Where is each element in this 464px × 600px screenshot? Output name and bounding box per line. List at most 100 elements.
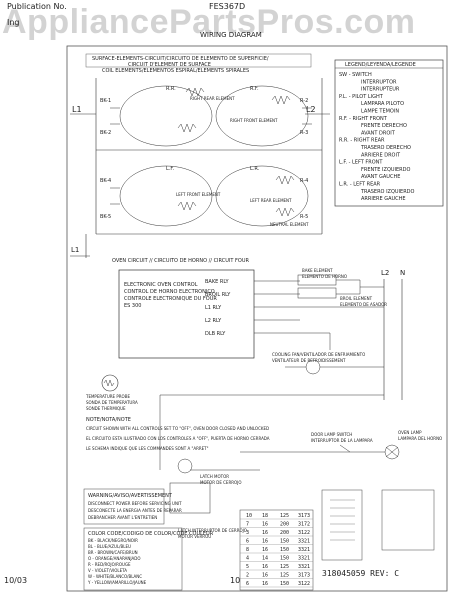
surface-label-lf: L.F. (166, 166, 174, 172)
l2-lower-label: L2 (381, 269, 389, 277)
bake-element-label-2: ELEMENTO DE HORNO (302, 274, 347, 279)
note-3: LE SCHEMA INDIQUE QUE LES COMMANDES SONT… (86, 446, 209, 451)
spec-table-cell: 18 (262, 513, 268, 519)
door-switch-label-1: DOOR LAMP SWITCH (311, 432, 352, 437)
sensor-label-2: SONDA DE TEMPERATURA (86, 400, 138, 405)
spec-table-cell: 3321 (298, 556, 310, 562)
control-line-2: CONTROL DE HORNO ELECTRONICO (124, 289, 215, 295)
publication-no-label: Publication No. (7, 2, 67, 11)
legend-item: TRASERO DERECHO (360, 145, 411, 151)
surface-label-lr: L.R. (250, 166, 260, 172)
spec-table-cell: 16 (262, 573, 268, 579)
relay-dlb: DLB RLY (205, 331, 226, 337)
wire-label-bk4: BK-4 (100, 178, 111, 184)
spec-table-cell: 16 (262, 522, 268, 528)
legend-item: LAMPE TEMOIN (361, 109, 399, 115)
spec-table-cell: 125 (280, 564, 289, 570)
legend-item: L.R. - LEFT REAR (339, 182, 381, 188)
spec-table-cell: 3172 (298, 522, 310, 528)
wire-label-r4: R-4 (300, 178, 308, 184)
spec-table-cell: 7 (246, 522, 249, 528)
spec-table-cell: 3173 (298, 573, 310, 579)
fan-label-1: COOLING FAN/VENTILADOR DE ENFRIAMIENTO (272, 352, 365, 357)
footer-date: 10/03 (4, 576, 28, 585)
warning-line-1: DISCONNECT POWER BEFORE SERVICING UNIT (88, 501, 182, 506)
l1-label: L1 (72, 105, 82, 114)
spec-table-cell: 3321 (298, 539, 310, 545)
control-line-1: ELECTRONIC OVEN CONTROL (124, 282, 198, 288)
n-label: N (400, 269, 405, 277)
latch-switch-label-2: MOTOR VERROU (178, 534, 211, 539)
element-label-rr: RIGHT REAR ELEMENT (190, 96, 235, 101)
spec-table-cell: 125 (280, 573, 289, 579)
spec-table-cell: 150 (280, 556, 289, 562)
latch-motor-label-1: LATCH MOTOR (200, 474, 229, 479)
broil-element-label-2: ELEMENTO DE ASADOR (340, 302, 387, 307)
door-switch-label-2: INTERRUPTOR DE LA LAMPARA (311, 438, 373, 443)
wire-label-bk5: BK-5 (100, 214, 111, 220)
watermark-text: AppliancePartsPros.com (2, 3, 416, 41)
spec-table-cell: 16 (262, 539, 268, 545)
latch-motor-label-2: MOTOR DE CERROJO (200, 480, 241, 485)
color-code-row: R - RED/ROJO/ROUGE (88, 562, 131, 567)
wire-label-bk2: BK-2 (100, 130, 111, 136)
note-1: CIRCUIT SHOWN WITH ALL CONTROLS SET TO "… (86, 426, 269, 431)
legend-item: SW - SWITCH (339, 72, 372, 78)
l1-lower-label: L1 (71, 246, 79, 254)
element-label-neutral: NEUTRAL ELEMENT (270, 222, 309, 227)
spec-table-cell: 16 (262, 547, 268, 553)
legend-item: FRENTE IZQUIERDO (361, 167, 411, 173)
color-code-title: COLOR CODE/CODIGO DE COLOR/CODE COULEUR (88, 531, 214, 537)
wire-label-r2: R-2 (300, 98, 308, 104)
surface-label-rr: R.R. (166, 86, 176, 92)
color-code-row: V - VIOLET/VIOLETA (88, 568, 127, 573)
legend-item: LAMPARA PILOTO (361, 101, 404, 107)
spec-table-cell: 3321 (298, 547, 310, 553)
part-number: 318045059 REV: C (322, 569, 399, 578)
surface-label-rf: R.F. (250, 86, 259, 92)
model-number: FES367D (209, 2, 246, 11)
notes-title: NOTE/NOTA/NOTE (86, 417, 131, 423)
spec-table-cell: 6 (246, 539, 249, 545)
spec-table-cell: 3 (246, 530, 249, 536)
color-code-row: BK - BLACK/NEGRO/NOIR (88, 538, 138, 543)
spec-table-cell: 6 (246, 581, 249, 587)
warning-line-3: DEBRANCHER AVANT L'ENTRETIEN (88, 515, 157, 520)
spec-table-cell: 200 (280, 522, 289, 528)
note-2: EL CIRCUITO ESTA ILUSTRADO CON LOS CONTR… (86, 436, 270, 441)
wire-label-bk1: BK-1 (100, 98, 111, 104)
spec-table-cell: 3122 (298, 581, 310, 587)
surface-title-3: COIL ELEMENTS/ELEMENTOS ESPIRAL/ELEMENTS… (102, 68, 249, 74)
color-code-row: Y - YELLOW/AMARILLO/JAUNE (87, 580, 147, 585)
surface-title-2: CIRCUIT D'ELEMENT DE SURFACE (128, 62, 211, 68)
legend-item: TRASERO IZQUIERDO (360, 189, 415, 195)
spec-table-cell: 4 (246, 556, 249, 562)
spec-table-cell: 14 (262, 556, 268, 562)
legend-item: AVANT DROIT (361, 130, 396, 136)
oven-title: OVEN CIRCUIT // CIRCUITO DE HORNO // CIR… (112, 258, 249, 264)
fan-label-2: VENTILATEUR DE REFROIDISSEMENT (272, 358, 346, 363)
spec-table-cell: 200 (280, 530, 289, 536)
footer-page: 10 (230, 576, 241, 585)
relay-broil: BROIL RLY (205, 292, 231, 298)
legend-item: ARRIERE DROIT (361, 152, 401, 158)
color-code-row: BR - BROWN/CAFE/BRUN (88, 550, 138, 555)
spec-table-cell: 8 (246, 547, 249, 553)
broil-element-label: BROIL ELEMENT (340, 296, 373, 301)
spec-table-cell: 16 (262, 581, 268, 587)
color-code-row: W - WHITE/BLANCO/BLANC (88, 574, 142, 579)
control-line-4: ES 300 (124, 303, 141, 309)
spec-table-cell: 16 (262, 564, 268, 570)
ing-label: Ing (7, 18, 20, 27)
spec-table-cell: 16 (262, 530, 268, 536)
element-label-lr: LEFT REAR ELEMENT (250, 198, 292, 203)
diagram-title: WIRING DIAGRAM (200, 31, 262, 39)
wire-label-r3: R-3 (300, 130, 308, 136)
sensor-label-1: TEMPERATURE PROBE (85, 394, 130, 399)
relay-l2: L2 RLY (205, 318, 222, 324)
spec-table-cell: 3321 (298, 564, 310, 570)
legend-item: R.F. - RIGHT FRONT (339, 116, 388, 122)
spec-table-cell: 3122 (298, 530, 310, 536)
legend-item: AVANT GAUCHE (361, 174, 400, 180)
